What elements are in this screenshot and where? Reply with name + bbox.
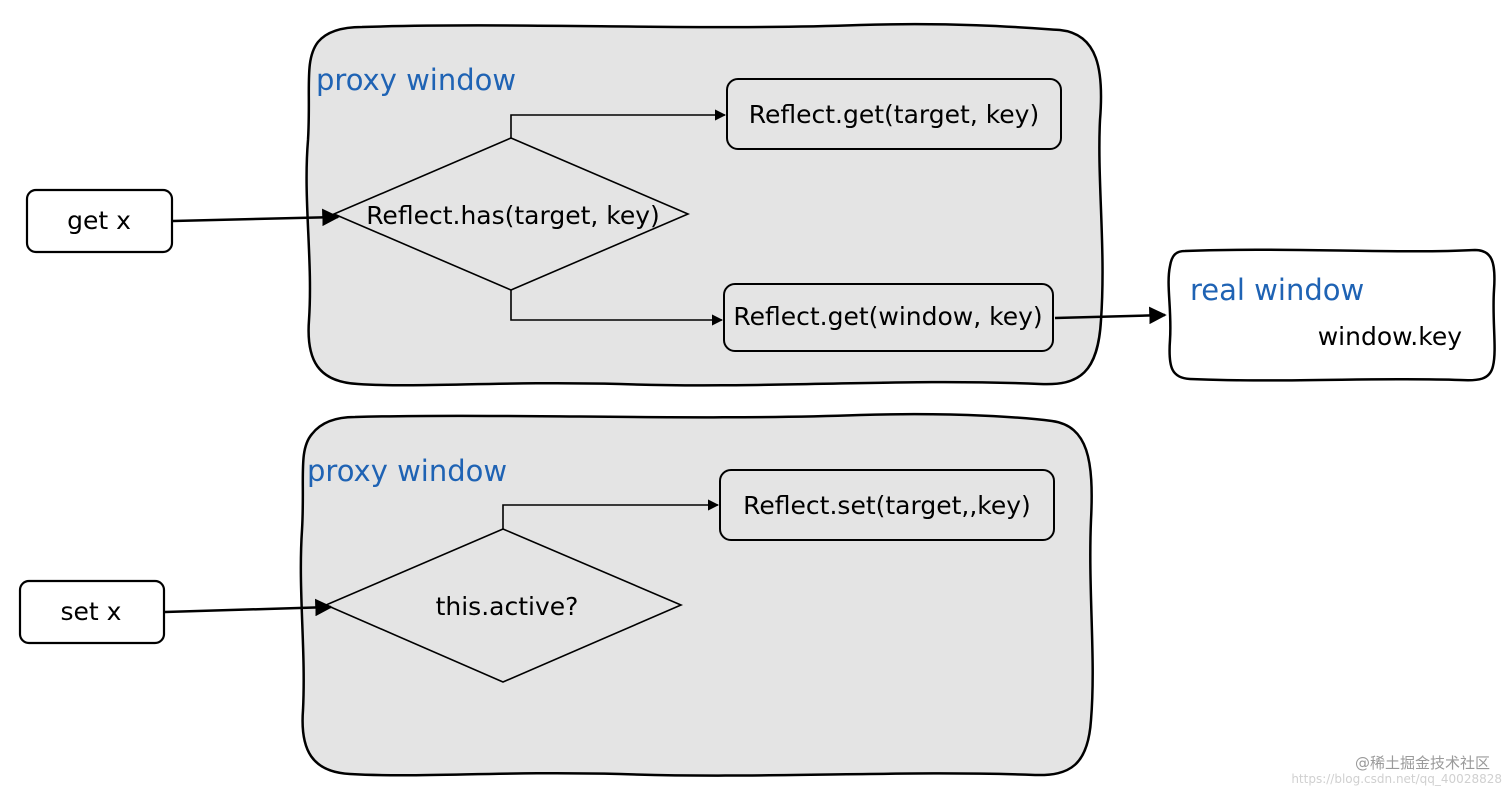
set-x-box — [18, 579, 166, 645]
real-window-title: real window — [1190, 273, 1364, 307]
reflect-get-target-box — [726, 78, 1062, 150]
connector-has-to-get-window — [510, 290, 724, 326]
proxy-window-get-title: proxy window — [316, 63, 516, 97]
reflect-get-window-label: Reflect.get(window, key) — [733, 302, 1042, 331]
connector-has-to-get-target — [510, 109, 727, 138]
proxy-window-set-group: proxy window this.active? Reflect.set(ta… — [299, 412, 1094, 777]
watermark-url: https://blog.csdn.net/qq_40028828 — [1291, 772, 1502, 786]
arrow-set-x-to-decision — [164, 598, 333, 617]
reflect-get-target-label: Reflect.get(target, key) — [749, 100, 1039, 129]
reflect-get-window-box — [723, 283, 1054, 352]
watermark-text: @稀土掘金技术社区 — [1355, 754, 1490, 772]
reflect-set-target-box — [719, 469, 1055, 541]
proxy-window-set-title: proxy window — [307, 454, 507, 488]
decision-active-label: this.active? — [436, 592, 579, 621]
connector-active-to-set-target — [502, 499, 720, 529]
input-get-x: get x — [25, 188, 174, 254]
get-x-label: get x — [67, 206, 131, 235]
real-window-group: real window window.key — [1167, 248, 1496, 382]
arrow-get-window-to-real-window — [1054, 306, 1167, 325]
real-window-container — [1167, 248, 1496, 382]
real-window-value: window.key — [1318, 322, 1462, 351]
set-x-label: set x — [61, 597, 122, 626]
input-set-x: set x — [18, 579, 166, 645]
arrow-get-x-to-decision — [172, 208, 340, 227]
proxy-window-get-group: proxy window Reflect.has(target, key) Re… — [305, 22, 1104, 387]
get-x-box — [25, 188, 174, 254]
reflect-set-target-label: Reflect.set(target,,key) — [743, 491, 1031, 520]
proxy-window-set-container — [299, 412, 1094, 777]
decision-active-diamond — [323, 528, 684, 683]
decision-has-label: Reflect.has(target, key) — [366, 201, 660, 230]
